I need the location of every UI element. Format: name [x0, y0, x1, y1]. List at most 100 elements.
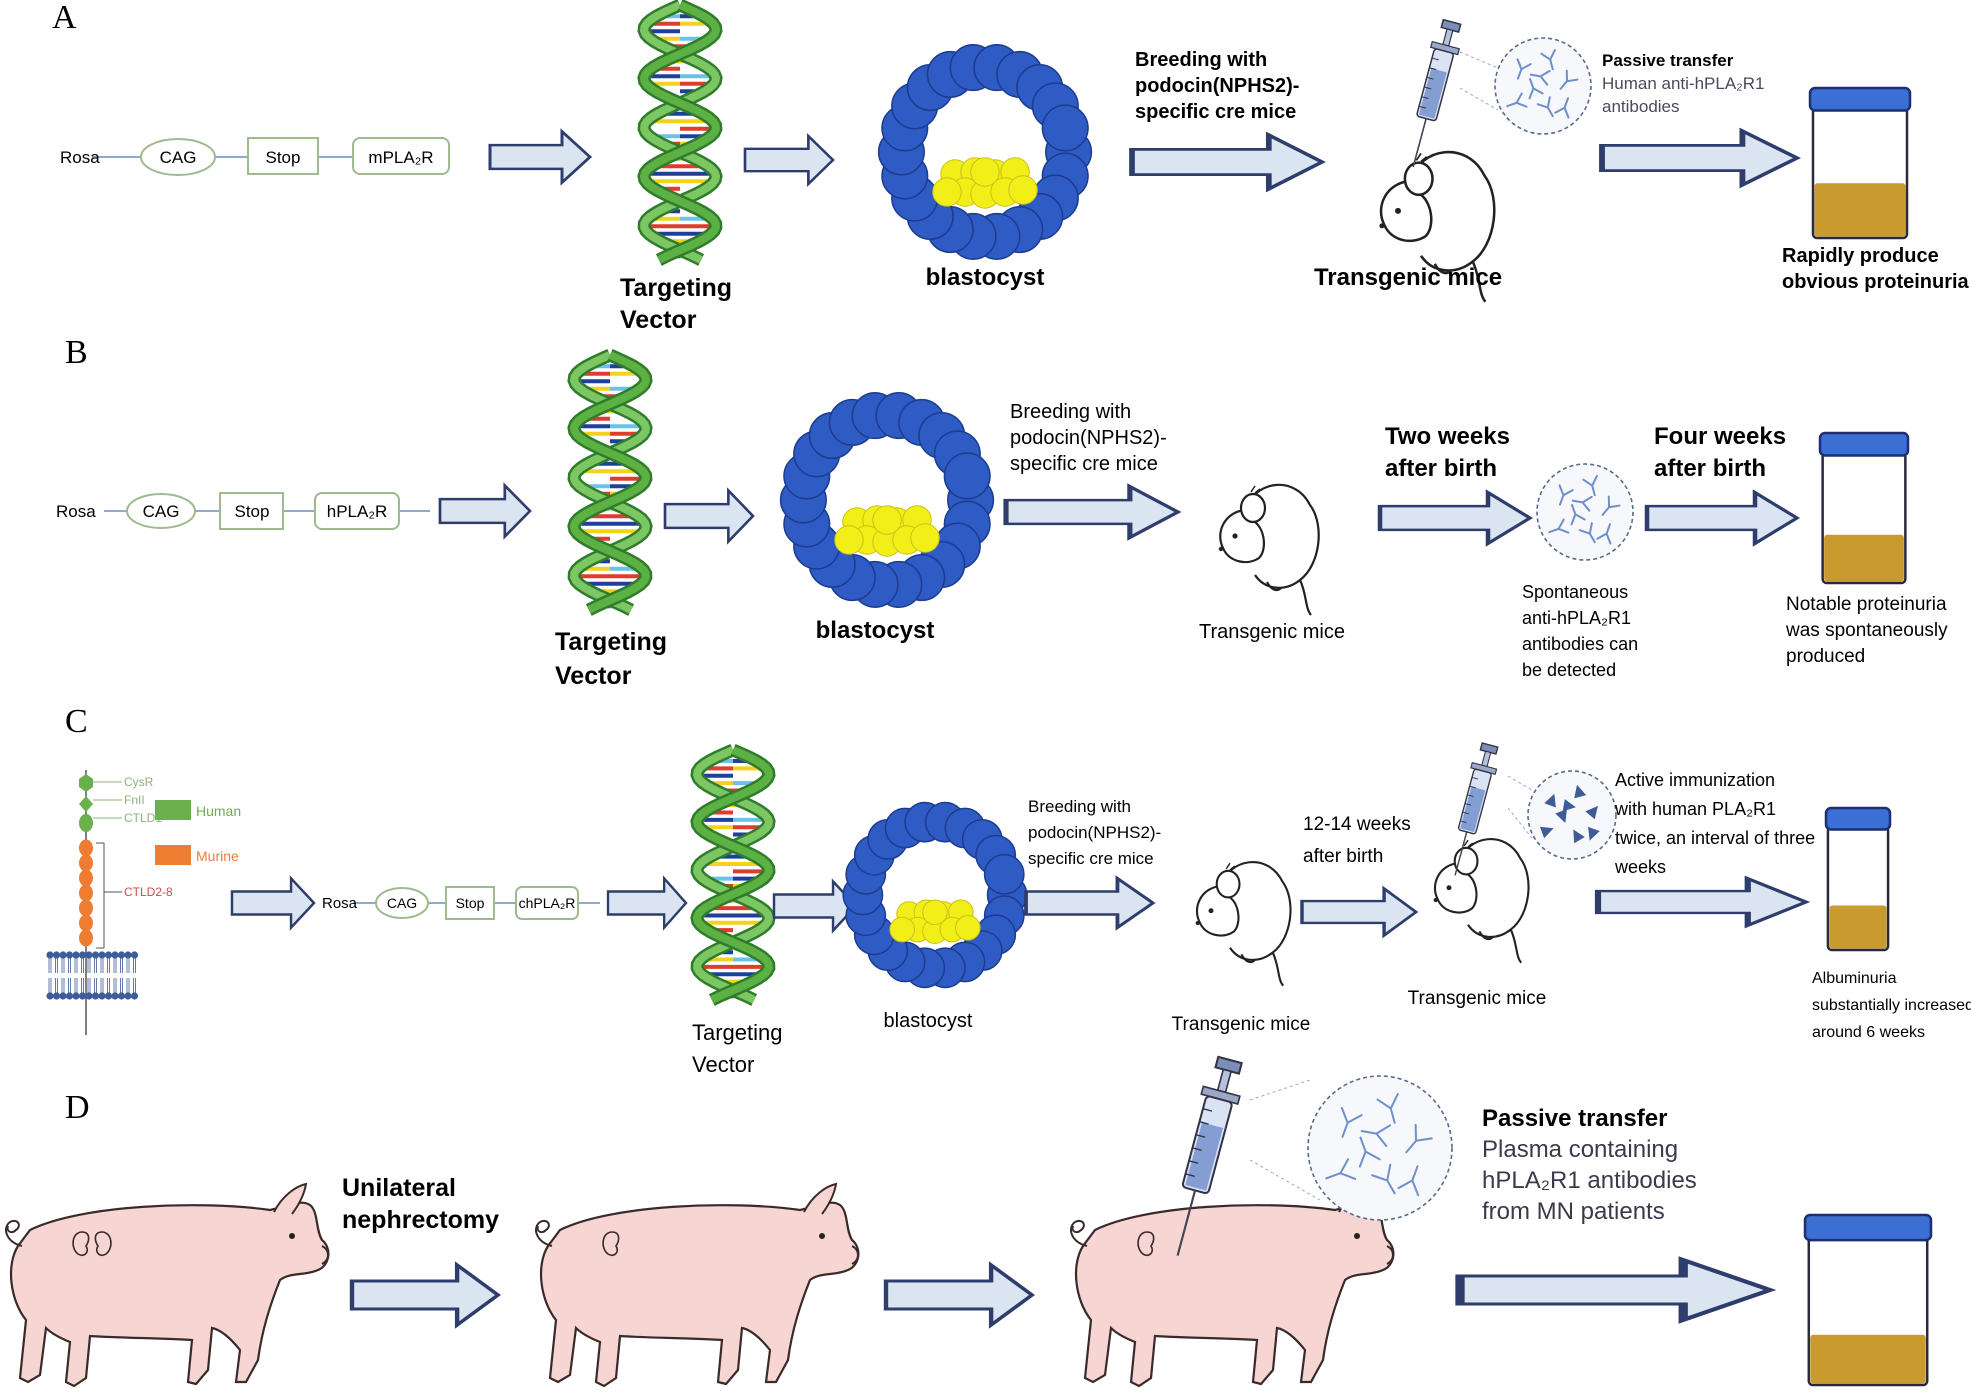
trophoblast-cell [983, 853, 1025, 895]
arrow-c2 [606, 877, 688, 929]
antibody-y-shape [1516, 58, 1532, 80]
syringe-tick [1418, 105, 1426, 109]
antibody-y-shape [1548, 518, 1570, 534]
breeding-b-2: podocin(NPHS2)- [1010, 427, 1167, 449]
lipid-head [104, 992, 113, 1000]
arrow-a2 [743, 134, 835, 186]
dna-strand-back-fill [569, 351, 651, 614]
receptor-diagram-c: CysR FnII CTLD1 CTLD2-8 Human Murine [46, 770, 241, 1035]
antigen-triangle [1574, 784, 1587, 799]
antibody-y-shape [1325, 1158, 1357, 1180]
pig-snout [851, 1245, 859, 1265]
outcome-c-2: substantially increased [1812, 997, 1971, 1014]
passive-line-d-2: hPLA₂R1 antibodies [1482, 1167, 1697, 1194]
fnii-label: FnII [124, 793, 145, 807]
arrow-d1 [352, 1265, 498, 1325]
antibody-y-shape [1596, 523, 1612, 545]
syringe-tick [1421, 96, 1429, 99]
urine-jar-c [1824, 806, 1892, 952]
stop-label-a: Stop [266, 148, 301, 167]
antibody-note-b-1: Spontaneous [1522, 582, 1628, 602]
lipid-head [78, 951, 87, 959]
vector-label-c-1: Targeting [692, 1020, 783, 1045]
jar-lid [1818, 431, 1910, 457]
gene-label-c: chPLA₂R [519, 895, 576, 911]
mouse-eye [1232, 533, 1238, 539]
pig-snout [321, 1245, 329, 1265]
pig-figure [535, 1182, 860, 1388]
trophoblast-cell [1041, 104, 1089, 152]
antibody-y-shape [1536, 96, 1554, 118]
inner-cell-mass-cell [889, 916, 916, 943]
antibody-y-shape [1559, 69, 1579, 90]
syringe-tick [1426, 76, 1434, 80]
panel-c: C CysR FnII CTLD1 CTLD2-8 Human Murine [46, 703, 1971, 1077]
urine-jar-d [1803, 1213, 1933, 1387]
passive-title-a: Passive transfer [1602, 51, 1734, 70]
stop-label-c: Stop [456, 895, 485, 911]
dna-strand-front-fill [692, 746, 774, 1004]
mouse-nose [1433, 897, 1438, 903]
syringe-tick [1467, 794, 1474, 797]
antibody-y-shape [1540, 49, 1556, 71]
inner-cell-mass-cell [910, 523, 940, 553]
syringe-tick [1469, 785, 1476, 789]
inner-cell-mass-cell [955, 915, 981, 941]
gene-label-b: hPLA₂R [327, 502, 387, 521]
lipid-head [85, 992, 93, 1000]
lipid-head [59, 951, 67, 959]
syringe-fluid [1418, 68, 1447, 119]
dna-helix-a [637, 0, 723, 266]
immunization-c-1: Active immunization [1615, 770, 1775, 790]
mouse-label-c2: Transgenic mice [1408, 988, 1547, 1009]
breeding-b-1: Breeding with [1010, 401, 1131, 423]
antibody-y-shape [1571, 495, 1593, 512]
arrow-c4 [1024, 876, 1155, 930]
mouse-b [1218, 483, 1320, 616]
blastocyst-b [779, 392, 995, 608]
arrow-a3 [1132, 135, 1322, 189]
mouse-ear [1403, 161, 1434, 197]
stop-box-c [445, 886, 495, 920]
syringe-fluid [1185, 1122, 1223, 1191]
immunization-c-3: twice, an interval of three [1615, 828, 1815, 848]
trophoblast-cell [943, 452, 991, 500]
cysr-domain [79, 774, 93, 792]
pig-3 [1070, 1182, 1395, 1388]
dna-strand-back-fill [639, 1, 721, 264]
breeding-a-1: Breeding with [1135, 49, 1267, 71]
arrow-b5 [1647, 493, 1797, 544]
cag-promoter-b [126, 493, 196, 529]
kidney-icon [1137, 1231, 1155, 1257]
antigen-triangle [1539, 826, 1554, 839]
syringe-tick [1188, 1160, 1199, 1164]
syringe-figure [1454, 742, 1499, 876]
syringe-tick [1471, 777, 1479, 780]
syringe-plunger-rod [1216, 1068, 1233, 1094]
antigen-triangle [1555, 809, 1567, 823]
mouse-c2 [1433, 838, 1530, 964]
construct-b: Rosa CAG Stop hPLA₂R [56, 492, 430, 530]
urine-jar-a [1808, 86, 1912, 240]
magnified-circle [1494, 37, 1592, 135]
breeding-a-3: specific cre mice [1135, 101, 1296, 123]
step1-c-1: 12-14 weeks [1303, 814, 1411, 835]
syringe-tick [1185, 1173, 1195, 1177]
lipid-head [72, 951, 80, 959]
lipid-head [111, 992, 119, 1000]
step1-d-2: nephrectomy [342, 1206, 499, 1234]
panel-b: B Rosa CAG Stop hPLA₂R Targeting Vector … [56, 334, 1948, 690]
pig-body [1074, 1201, 1395, 1388]
blastocyst-label-a: blastocyst [926, 264, 1045, 291]
antibody-y-shape [1528, 78, 1544, 100]
syringe-tick [1460, 820, 1467, 823]
mouse-ear [1215, 869, 1241, 899]
construct-c: Rosa CAG Stop chPLA₂R [322, 886, 600, 920]
ctld1-domain [79, 814, 93, 832]
murine-ctld-domain [79, 869, 93, 887]
mouse-a [1379, 150, 1496, 303]
lipid-head [72, 992, 80, 1000]
inner-cell-mass-cell [970, 157, 1000, 187]
fnii-domain [79, 796, 93, 812]
syringe-fluid [1460, 786, 1486, 833]
